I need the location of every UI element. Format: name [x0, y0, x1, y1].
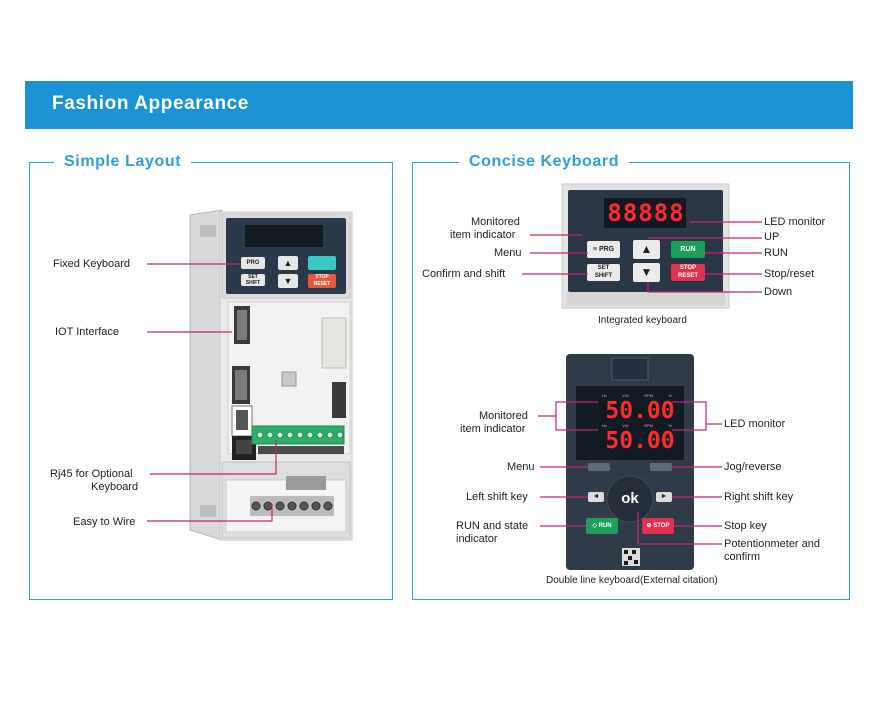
mark-rpm-2: RPM [644, 423, 654, 428]
double-led-line1: 50.00 [605, 398, 675, 424]
right-arrow-icon: ► [660, 493, 668, 500]
dbl-label-run-state-line2: indicator [456, 533, 498, 545]
dbl-label-led-monitor: LED monitor [724, 418, 786, 430]
mark-va: V/A [622, 393, 629, 398]
device-run-key[interactable] [308, 256, 336, 270]
label-easy-to-wire: Easy to Wire [73, 516, 136, 528]
double-menu-key[interactable] [588, 463, 610, 471]
label-rj45-line1: Rj45 for Optional [50, 468, 133, 480]
mark-pct-2: % [668, 423, 672, 428]
integrated-prg-label: PRG [598, 246, 615, 253]
up-arrow-icon: ▲ [640, 242, 653, 256]
int-label-down: Down [764, 286, 793, 298]
mark-hz-2: Hz [602, 423, 607, 428]
down-arrow-icon: ▼ [283, 276, 293, 286]
dbl-label-right-shift: Right shift key [724, 491, 794, 503]
double-stop-key[interactable]: ⊘ STOP [642, 518, 674, 534]
integrated-up-key[interactable]: ▲ [633, 240, 660, 259]
int-label-menu: Menu [494, 247, 522, 259]
device-stop-label: STOP [315, 274, 329, 280]
device-down-key[interactable]: ▼ [278, 274, 298, 288]
integrated-stop-reset-key[interactable]: STOP RESET [671, 264, 705, 281]
double-jog-reverse-key[interactable] [650, 463, 672, 471]
int-label-stop-reset: Stop/reset [764, 268, 815, 280]
down-arrow-icon: ▼ [640, 265, 653, 279]
device-set-label: SET [248, 274, 258, 280]
int-label-up: UP [764, 231, 780, 243]
dbl-label-menu: Menu [507, 461, 535, 473]
stop-icon: ⊘ [646, 523, 652, 529]
double-right-shift-key[interactable]: ► [656, 492, 672, 502]
integrated-run-key[interactable]: RUN [671, 241, 705, 258]
device-reset-label: RESET [313, 281, 331, 287]
integrated-keyboard-caption: Integrated keyboard [598, 315, 687, 326]
double-indicator-marks-top: Hz V/A RPM % [602, 393, 672, 398]
dbl-label-pot-line2: confirm [724, 551, 761, 563]
integrated-reset-label: RESET [677, 273, 698, 279]
dbl-label-stop-key: Stop key [724, 520, 767, 532]
integrated-stop-label: STOP [679, 265, 697, 271]
double-run-key[interactable]: ◇ RUN [586, 518, 618, 534]
menu-icon: ≡ [592, 246, 597, 253]
run-icon: ◇ [592, 523, 597, 529]
mark-pct: % [668, 393, 672, 398]
double-ok-label: ok [621, 490, 639, 507]
label-rj45-line2: Keyboard [91, 481, 139, 493]
int-label-monitored-line2: item indicator [450, 229, 516, 241]
mark-hz: Hz [602, 393, 607, 398]
label-fixed-keyboard: Fixed Keyboard [53, 258, 131, 270]
int-label-monitored-line1: Monitored [471, 216, 520, 228]
dbl-label-monitored-line2: item indicator [460, 423, 526, 435]
double-stop-label: STOP [653, 523, 670, 529]
left-arrow-icon: ◄ [592, 493, 600, 500]
double-ok-knob[interactable]: ok [614, 486, 646, 512]
device-prg-key[interactable]: PRG [241, 257, 265, 269]
device-stop-reset-key[interactable]: STOP RESET [308, 274, 336, 288]
mark-rpm: RPM [644, 393, 654, 398]
int-label-led-monitor: LED monitor [764, 216, 826, 228]
double-line-keyboard-caption: Double line keyboard(External citation) [546, 575, 718, 586]
device-prg-label: PRG [246, 260, 260, 266]
int-label-run: RUN [764, 247, 788, 259]
integrated-set-label: SET [597, 265, 610, 271]
device-set-shift-key[interactable]: SET SHIFT [241, 274, 265, 286]
dbl-label-monitored-line1: Monitored [479, 410, 528, 422]
dbl-label-pot-line1: Potentionmeter and [724, 538, 821, 550]
double-left-shift-key[interactable]: ◄ [588, 492, 604, 502]
double-indicator-marks-bottom: Hz V/A RPM % [602, 423, 672, 428]
dbl-label-jog-reverse: Jog/reverse [724, 461, 782, 473]
label-iot-interface: IOT Interface [55, 326, 119, 338]
integrated-down-key[interactable]: ▼ [633, 263, 660, 282]
integrated-prg-key[interactable]: ≡ PRG [587, 241, 620, 258]
dbl-label-run-state-line1: RUN and state [456, 520, 529, 532]
integrated-set-shift-key[interactable]: SET SHIFT [587, 264, 620, 281]
mark-va-2: V/A [622, 423, 629, 428]
dbl-label-left-shift: Left shift key [466, 491, 528, 503]
banner-title: Fashion Appearance [52, 93, 249, 114]
up-arrow-icon: ▲ [283, 258, 293, 268]
integrated-shift-label: SHIFT [594, 273, 613, 279]
double-run-label: RUN [598, 523, 612, 529]
header-banner: Fashion Appearance [25, 81, 853, 129]
device-up-key[interactable]: ▲ [278, 256, 298, 270]
concise-keyboard-title: Concise Keyboard [459, 152, 630, 172]
device-shift-label: SHIFT [245, 280, 261, 286]
integrated-run-label: RUN [680, 246, 696, 253]
simple-layout-title: Simple Layout [54, 152, 192, 172]
double-led-line2: 50.00 [605, 428, 675, 454]
int-label-confirm-shift: Confirm and shift [422, 268, 506, 280]
integrated-led-display: 88888 [607, 199, 685, 227]
